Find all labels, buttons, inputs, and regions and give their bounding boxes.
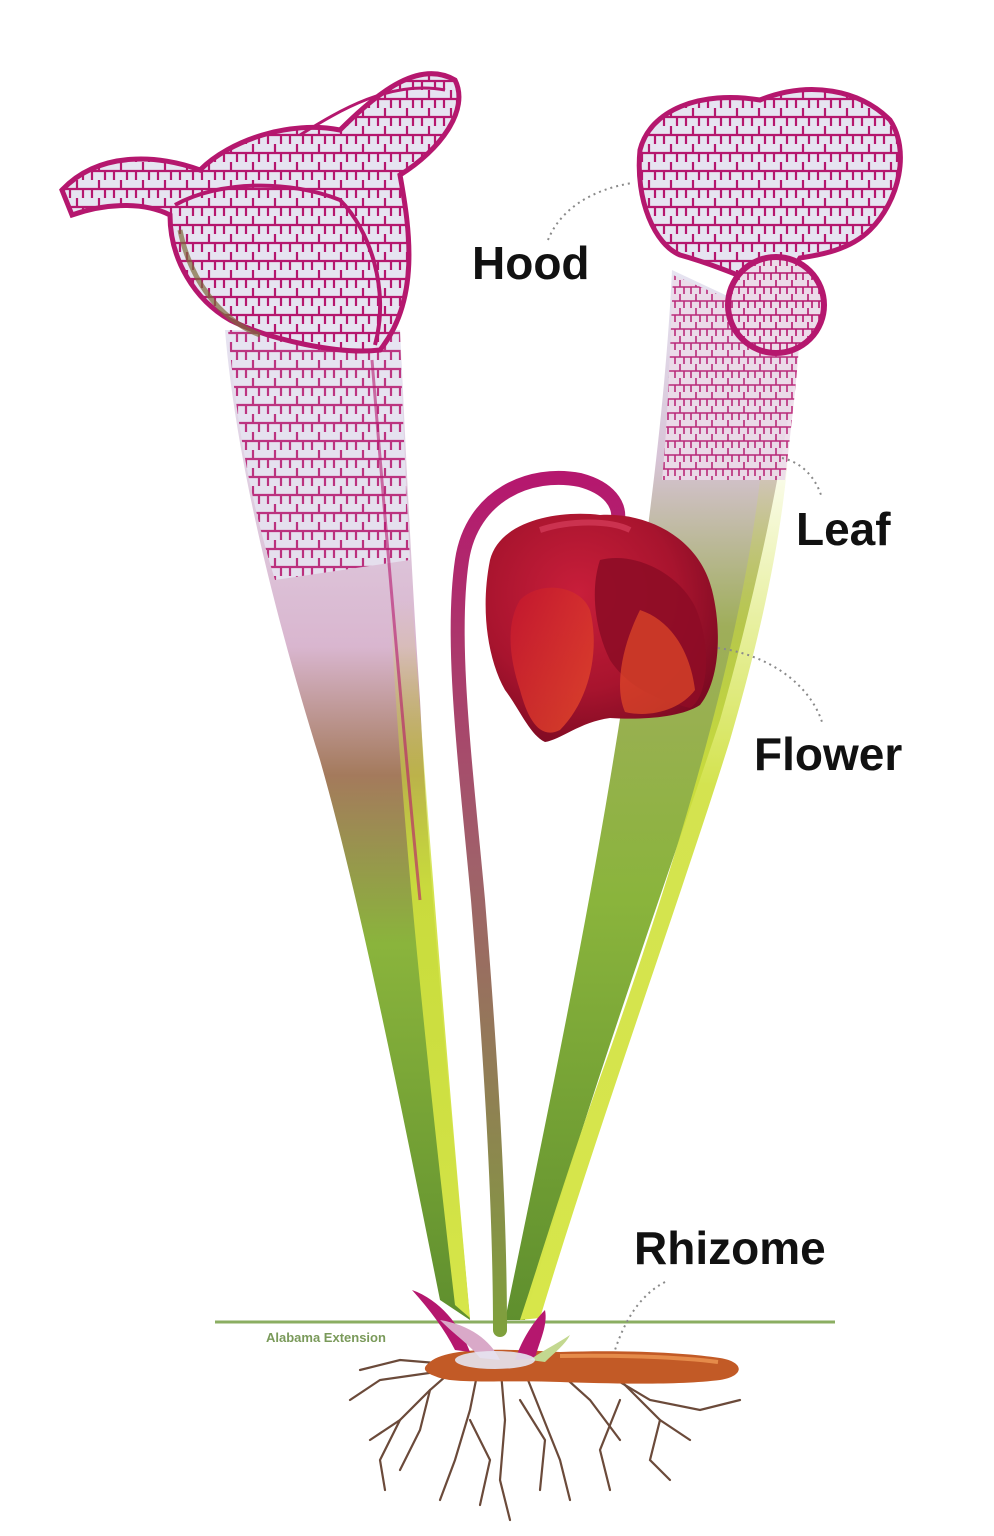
flower-stalk bbox=[450, 470, 626, 1337]
left-leaf-vein-overlay bbox=[228, 330, 410, 580]
rhizome-highlight bbox=[559, 1353, 719, 1364]
left-leaf-highlight bbox=[390, 600, 470, 1318]
right-hood-lobe bbox=[725, 254, 827, 356]
leaf-label: Leaf bbox=[796, 503, 891, 555]
right-leaf-body bbox=[505, 270, 800, 1320]
hood-label: Hood bbox=[472, 237, 590, 289]
rhizome-label: Rhizome bbox=[634, 1222, 826, 1274]
left-leaf-midrib bbox=[370, 359, 422, 901]
left-hood bbox=[59, 71, 462, 354]
leaf-leader-line bbox=[781, 457, 823, 499]
right-pitcher-leaf bbox=[505, 270, 800, 1320]
credit-text: Alabama Extension bbox=[266, 1330, 386, 1345]
basal-sheaths bbox=[412, 1290, 570, 1369]
hood-leader-line bbox=[547, 182, 633, 241]
flower-leader-line bbox=[717, 647, 823, 723]
flower bbox=[485, 513, 718, 742]
rhizome-leader-line bbox=[614, 1281, 666, 1351]
right-leaf-highlight bbox=[520, 430, 790, 1320]
left-pitcher-leaf bbox=[225, 330, 470, 1320]
right-hood bbox=[636, 87, 903, 356]
leader-lines bbox=[547, 182, 823, 1351]
flower-label: Flower bbox=[754, 728, 903, 780]
